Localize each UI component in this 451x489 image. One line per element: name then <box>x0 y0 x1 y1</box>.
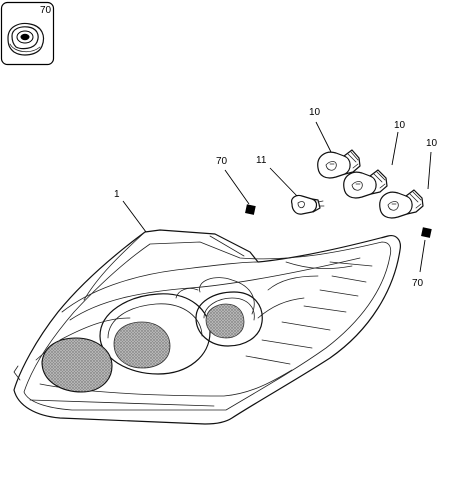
grommet-icon <box>7 22 45 56</box>
small-lens-screen <box>205 303 245 339</box>
inset-ref-label: 70 <box>40 5 52 16</box>
callout-small-bulb: 11 <box>256 155 267 166</box>
callout-grommet-left: 70 <box>216 156 228 167</box>
grommet-marker-left <box>245 204 256 215</box>
tail-lamp-assembly <box>13 229 401 425</box>
callout-bulb-b: 10 <box>394 120 406 131</box>
wedge-bulb-small <box>291 194 325 215</box>
callout-bulb-c: 10 <box>426 138 438 149</box>
callout-bulb-a: 10 <box>309 107 321 118</box>
left-lens-screen <box>41 337 113 393</box>
grommet-inset: 70 <box>0 1 55 66</box>
grommet-marker-right <box>421 227 432 238</box>
large-lens-screen <box>113 321 171 369</box>
leader-lines <box>122 121 432 273</box>
callout-lamp-assembly: 1 <box>114 189 120 200</box>
callout-grommet-right: 70 <box>412 278 424 289</box>
bulb-b <box>343 169 388 199</box>
bulb-c <box>379 189 424 219</box>
bulb-a <box>317 149 361 179</box>
